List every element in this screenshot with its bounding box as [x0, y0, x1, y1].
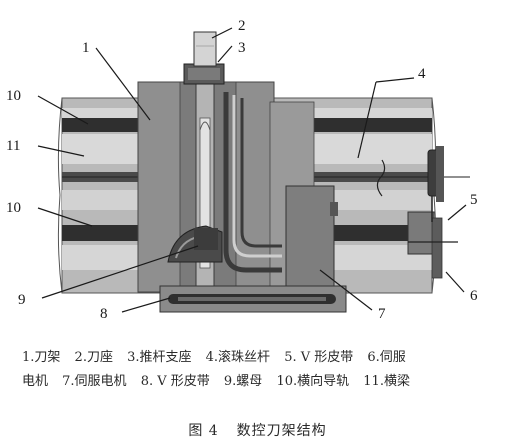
callout-9: 9	[18, 292, 26, 308]
callout-10-bottom: 10	[6, 200, 21, 216]
tool-seat	[193, 31, 217, 67]
figure-title: 数控刀架结构	[236, 423, 327, 439]
legend-item: 9.螺母	[223, 374, 263, 389]
v-belt-bottom	[159, 285, 347, 313]
servo-motor-7	[285, 185, 338, 299]
parts-legend: 1.刀架 2.刀座 3.推杆支座 4.滚珠丝杆 5. V 形皮带 6.伺服 电机…	[22, 346, 502, 394]
leader-lines	[37, 27, 467, 313]
callout-10-top: 10	[6, 88, 21, 104]
legend-item: 4.滚珠丝杆	[205, 350, 271, 365]
callout-5: 5	[470, 192, 478, 208]
legend-item: 11.横梁	[363, 374, 410, 389]
legend-item: 6.伺服	[367, 350, 406, 365]
legend-item: 5. V 形皮带	[284, 350, 354, 365]
figure-number: 图 4	[188, 423, 219, 439]
callout-6: 6	[470, 288, 478, 304]
push-rod-support	[183, 63, 225, 85]
legend-item: 7.伺服电机	[62, 374, 127, 389]
callout-3: 3	[238, 40, 246, 56]
legend-item: 3.推杆支座	[127, 350, 192, 365]
legend-item: 8. V 形皮带	[140, 374, 210, 389]
callout-2: 2	[238, 18, 246, 34]
callout-numbers: 1 2 3 4 5 6 7 8 9 10 11 10	[6, 18, 478, 322]
nut	[167, 225, 223, 263]
legend-item: 2.刀座	[74, 350, 113, 365]
callout-1: 1	[82, 40, 90, 56]
callout-4: 4	[418, 66, 426, 82]
callout-8: 8	[100, 306, 108, 322]
servo-motor-6	[407, 211, 458, 279]
callout-11: 11	[6, 138, 20, 154]
callout-7: 7	[378, 306, 386, 322]
machine-diagram: 1 2 3 4 5 6 7 8 9 10 11 10	[6, 18, 478, 322]
v-belt-pulley	[427, 146, 444, 222]
figure-caption: 图 4 数控刀架结构	[0, 420, 515, 440]
legend-row-2: 电机 7.伺服电机 8. V 形皮带 9.螺母 10.横向导轨 11.横梁	[22, 370, 502, 394]
legend-item: 电机	[22, 374, 49, 389]
legend-row-1: 1.刀架 2.刀座 3.推杆支座 4.滚珠丝杆 5. V 形皮带 6.伺服	[22, 346, 502, 370]
legend-item: 10.横向导轨	[276, 374, 350, 389]
legend-item: 1.刀架	[22, 350, 61, 365]
